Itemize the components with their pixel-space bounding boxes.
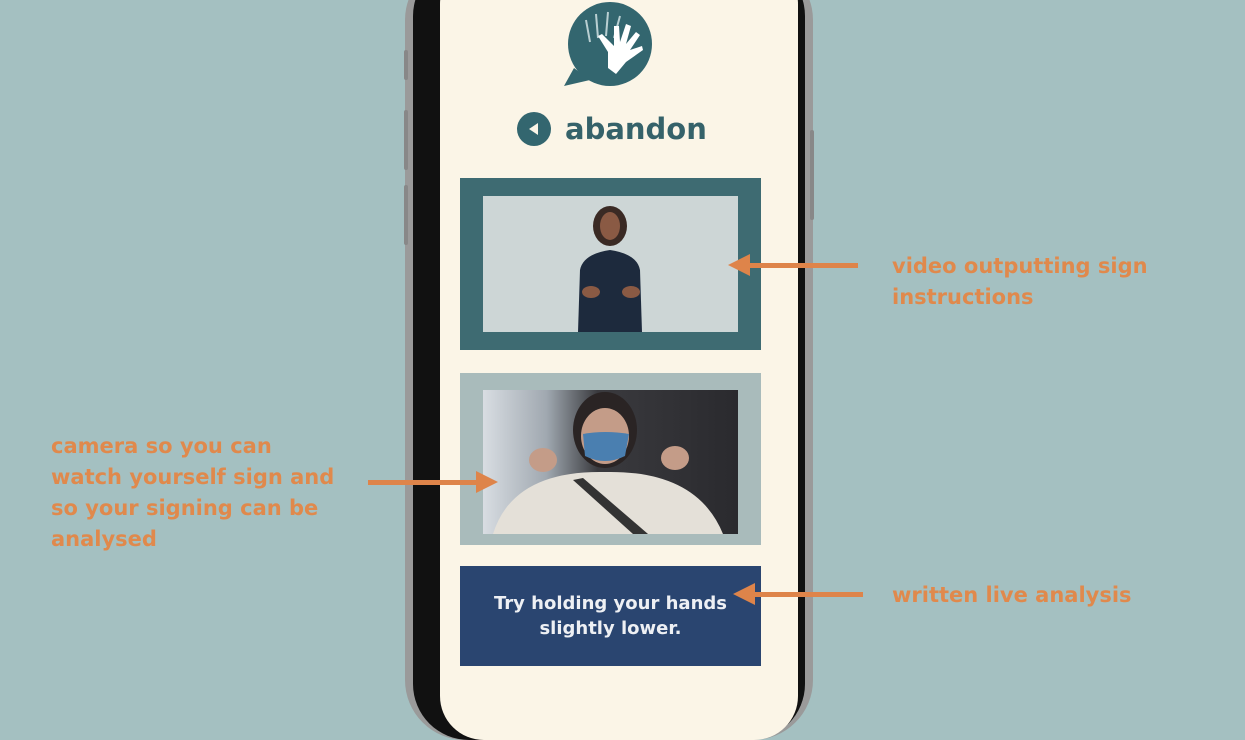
user-figure — [493, 392, 723, 534]
phone-button — [810, 130, 814, 220]
back-button[interactable] — [517, 112, 551, 146]
arrow-head-icon — [733, 583, 755, 605]
instruction-video-player[interactable] — [483, 196, 738, 332]
annotation-camera: camera so you can watch yourself sign an… — [51, 431, 334, 555]
annotation-line: instructions — [892, 285, 1034, 309]
title-row: abandon — [517, 112, 707, 146]
annotation-analysis: written live analysis — [892, 583, 1132, 607]
phone-button — [404, 185, 408, 245]
live-analysis-box: Try holding your hands slightly lower. — [460, 566, 761, 666]
sign-word-title: abandon — [565, 112, 707, 146]
analysis-line: Try holding your hands — [494, 592, 727, 614]
arrow-head-icon — [476, 471, 498, 493]
annotation-line: watch yourself sign and — [51, 465, 335, 489]
analysis-line: slightly lower. — [539, 618, 682, 639]
phone-button — [404, 110, 408, 170]
annotation-line: video outputting sign — [892, 254, 1148, 278]
camera-feed[interactable] — [460, 373, 761, 545]
annotation-video: video outputting sign instructions — [892, 251, 1148, 313]
signer-figure — [578, 206, 642, 332]
annotation-line: camera so you can — [51, 434, 272, 458]
logo-icon — [564, 2, 652, 86]
annotation-line: so your signing can be — [51, 496, 319, 520]
arrow-head-icon — [728, 254, 750, 276]
phone-frame — [405, 0, 813, 740]
camera-feed-view[interactable] — [483, 390, 738, 534]
arrow-video — [728, 254, 858, 276]
arrow-camera — [368, 471, 498, 493]
arrow-analysis — [733, 583, 863, 605]
instruction-video[interactable] — [460, 178, 761, 350]
back-arrow-icon — [529, 123, 538, 135]
phone-button — [404, 50, 408, 80]
annotation-line: analysed — [51, 527, 157, 551]
